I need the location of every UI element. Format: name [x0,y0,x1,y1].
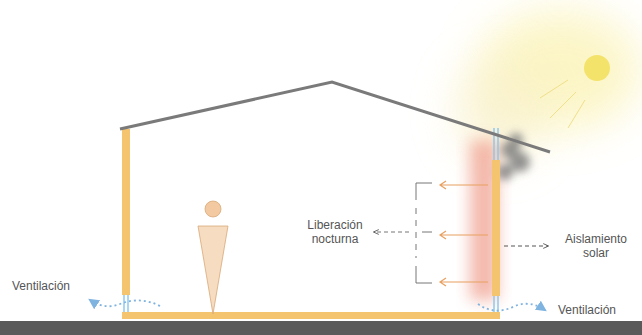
roof [120,82,550,152]
windows [124,128,498,312]
person-body [198,226,228,314]
bracket [374,183,432,283]
sun [584,55,610,81]
person-head [205,201,221,217]
ventilation-label: Ventilación [12,279,102,293]
ventilation-label: Ventilación [558,303,638,317]
heat-arrows [440,181,488,286]
leader-line [504,246,548,247]
release-label: Liberación nocturna [296,218,374,246]
right-wall [492,160,500,296]
ventilation-flow [90,300,545,311]
ground [0,321,642,335]
floor-slab [122,312,500,319]
insulation-label: Aislamiento solar [555,232,637,260]
sun-rays [540,80,585,128]
left-wall [122,129,130,295]
sun-glow [455,10,640,160]
